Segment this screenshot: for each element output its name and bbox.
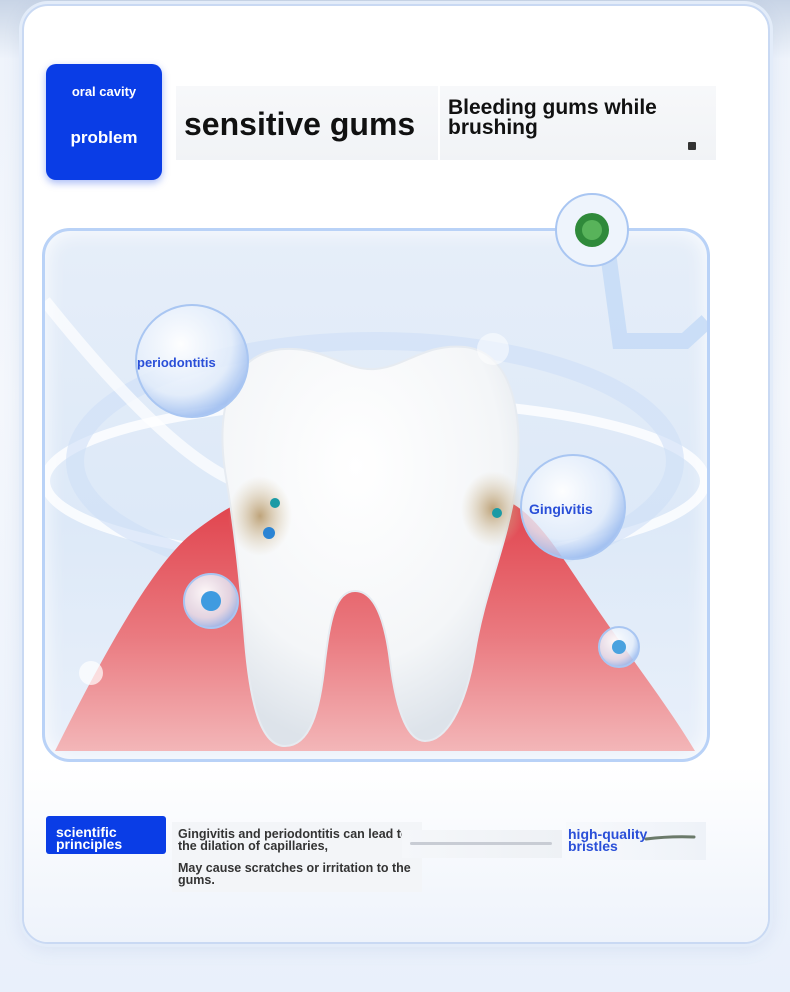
oral-cavity-badge: oral cavity problem <box>46 64 162 180</box>
periodontitis-label: periodontitis <box>137 355 216 370</box>
brush-stroke-icon <box>644 835 696 841</box>
bleeding-gums-title-box: Bleeding gums while brushing <box>440 86 716 160</box>
gingivitis-label: Gingivitis <box>529 501 593 517</box>
description-text-2: May cause scratches or irritation to the… <box>178 861 411 887</box>
badge-line-2: problem <box>70 128 138 147</box>
decorative-mark <box>688 142 696 150</box>
scientific-principles-badge: scientific principles <box>46 816 166 854</box>
sensitive-gums-title: sensitive gums <box>184 106 416 142</box>
germ-bubble-icon <box>555 193 629 267</box>
tooth-illustration-panel: periodontitis Gingivitis <box>42 228 710 762</box>
badge-line-1: oral cavity <box>71 84 137 99</box>
tooth-illustration <box>45 231 707 751</box>
high-quality-bristles-label: high-quality bristles <box>568 826 648 854</box>
scientific-principles-label: scientific principles <box>56 824 123 852</box>
description-box-1: Gingivitis and periodontitis can lead to… <box>172 822 422 856</box>
description-text-1: Gingivitis and periodontitis can lead to… <box>178 827 409 853</box>
high-quality-bristles-box: high-quality bristles <box>566 822 706 860</box>
blurred-text-strip <box>402 830 562 858</box>
bleeding-gums-title: Bleeding gums while brushing <box>448 96 657 139</box>
sensitive-gums-title-box: sensitive gums <box>176 86 438 160</box>
description-box-2: May cause scratches or irritation to the… <box>172 856 422 892</box>
